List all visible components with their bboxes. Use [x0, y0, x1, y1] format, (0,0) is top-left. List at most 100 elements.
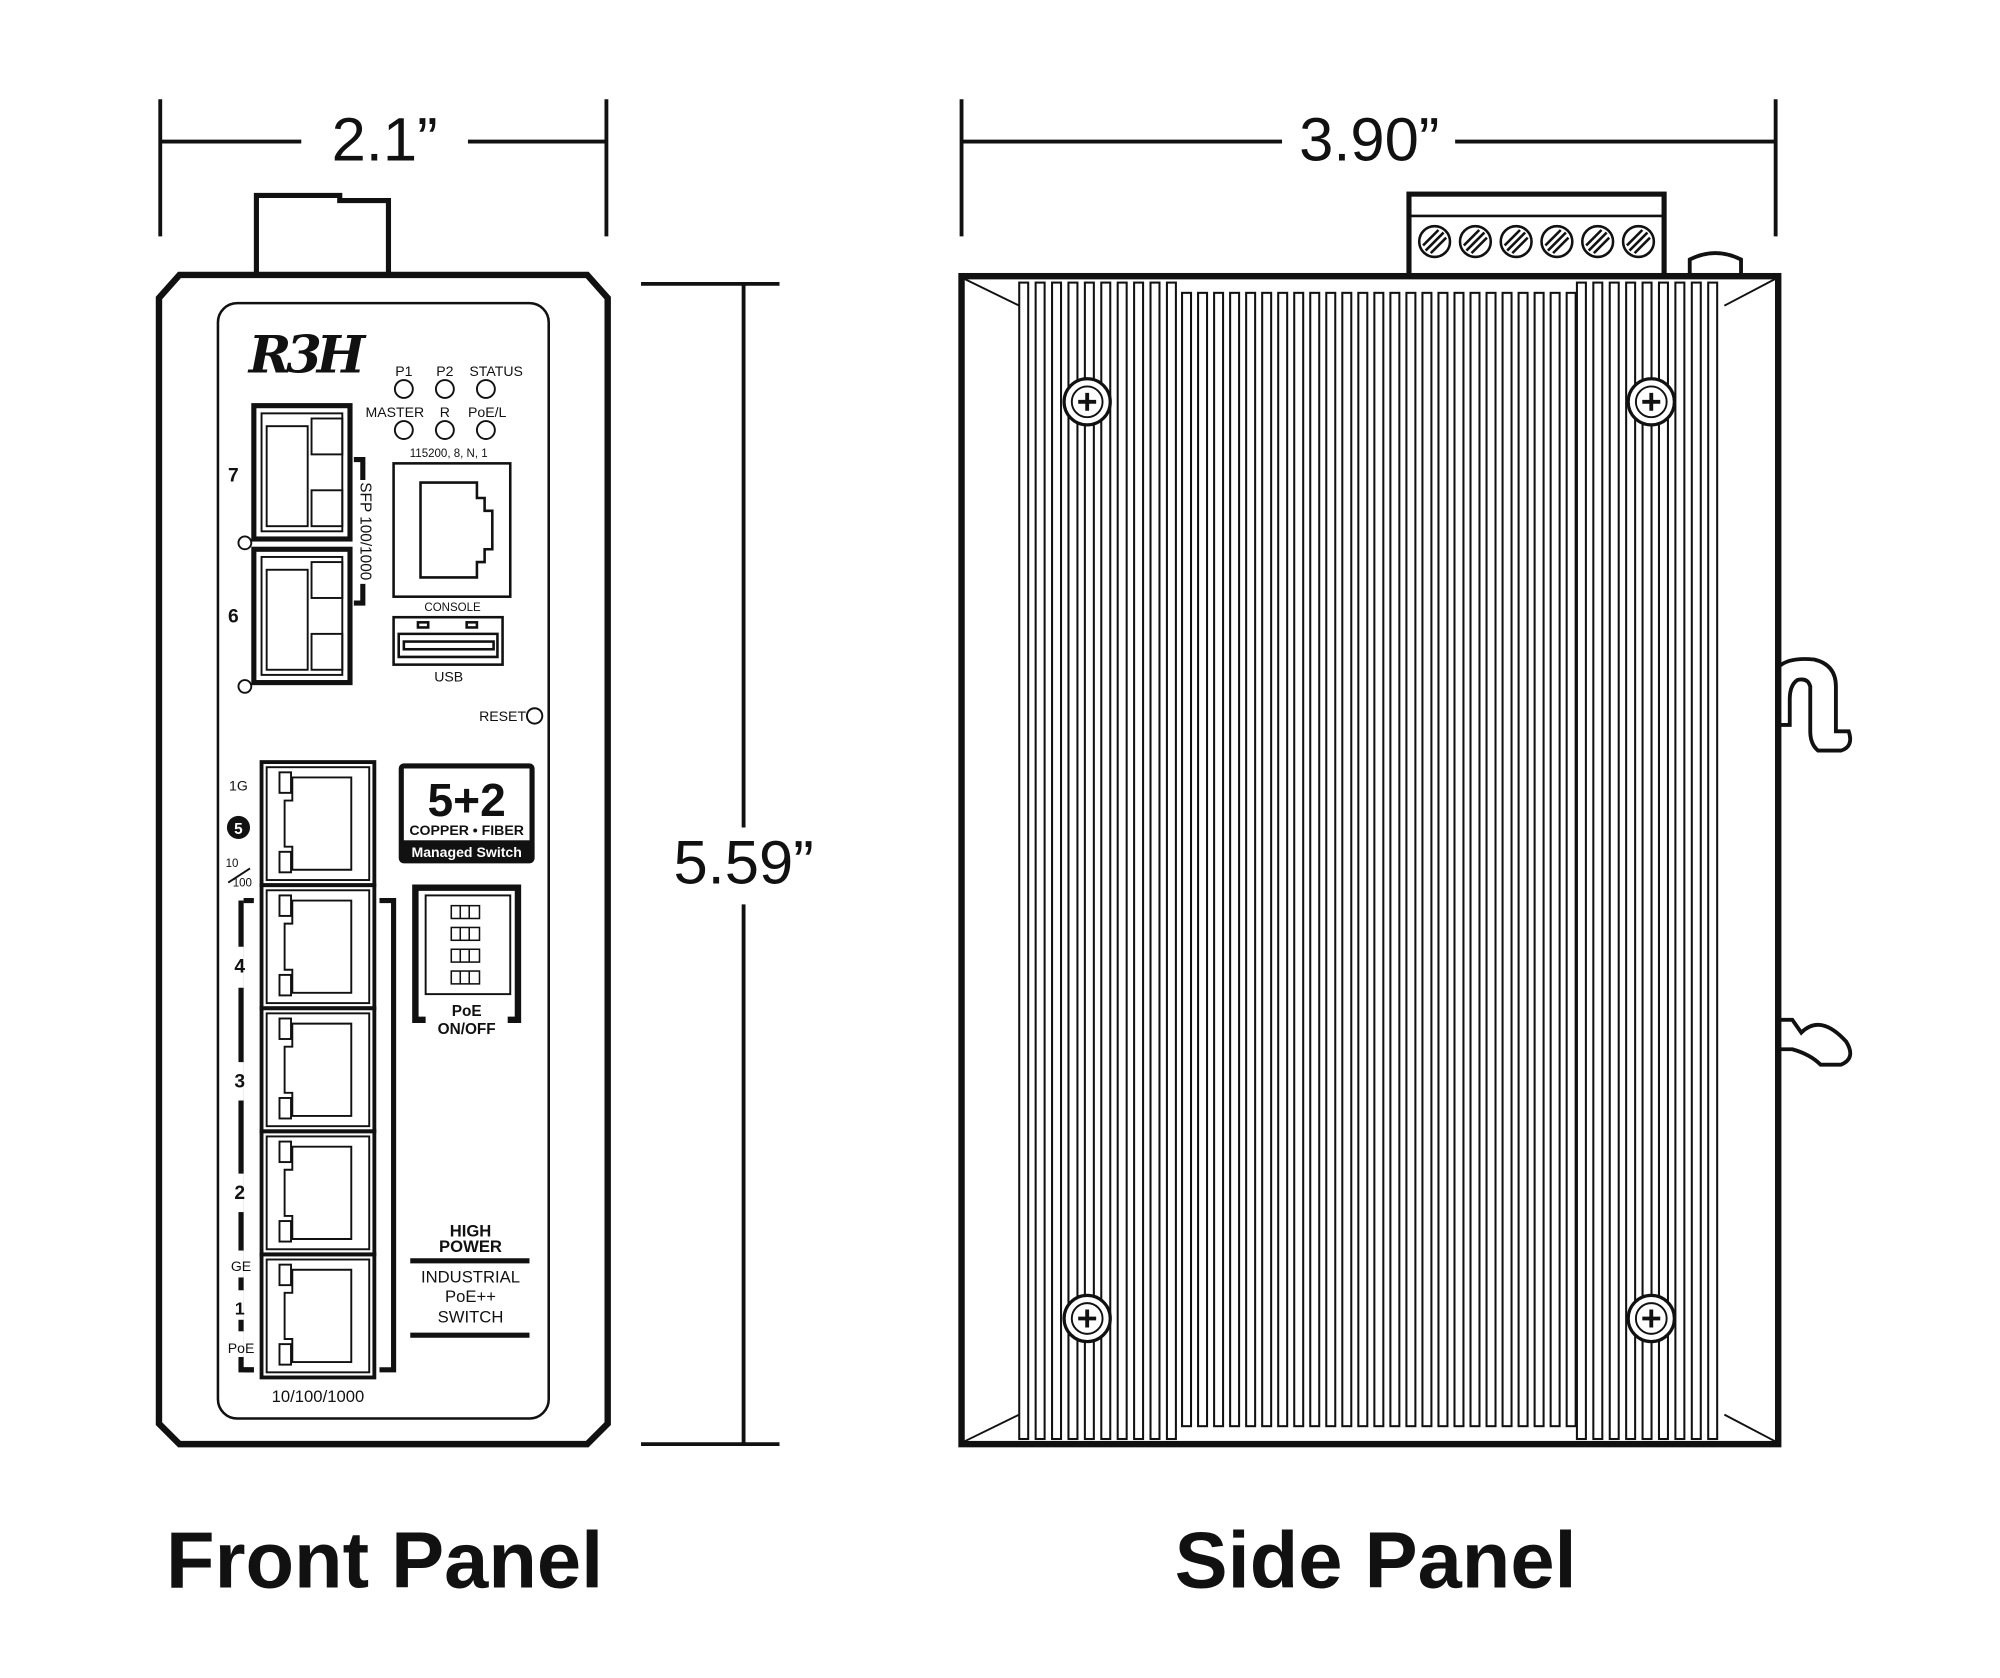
- fin: [1690, 281, 1702, 1441]
- label-port1: 1: [235, 1299, 245, 1319]
- sfp-port-label-7: 7: [228, 465, 239, 486]
- label-100: 100: [233, 877, 252, 889]
- fin: [1608, 281, 1620, 1441]
- fin: [1067, 281, 1079, 1441]
- sfp-bracket: [353, 456, 366, 606]
- led-label-p1: P1: [395, 363, 412, 379]
- label-port4: 4: [234, 956, 245, 977]
- fin: [1357, 291, 1369, 1428]
- fin: [1341, 291, 1353, 1428]
- usb-label: USB: [434, 668, 463, 684]
- fin: [1641, 281, 1653, 1441]
- tagline-poe: PoE++: [445, 1287, 496, 1306]
- terminal-block: [1406, 191, 1667, 279]
- led-label-r: R: [440, 404, 450, 420]
- dip-label-2: ON/OFF: [438, 1021, 496, 1038]
- rj45-port: [259, 1129, 377, 1257]
- badge-sub: COPPER • FIBER: [409, 822, 524, 838]
- console-settings: 115200, 8, N, 1: [410, 448, 488, 460]
- terminal-screw-icon: [1581, 224, 1615, 259]
- screw-icon: [1626, 377, 1676, 427]
- fin: [1469, 291, 1481, 1428]
- reset-button: [525, 707, 544, 725]
- port5-badge: [226, 815, 250, 839]
- label-port3: 3: [234, 1072, 245, 1093]
- fin: [1575, 281, 1587, 1441]
- side-panel-caption: Side Panel: [1175, 1516, 1577, 1605]
- poe-dip-switch: [412, 884, 522, 1023]
- screw-icon: [1062, 377, 1112, 427]
- fin: [1373, 291, 1385, 1428]
- rj45-ports: [259, 760, 377, 1380]
- label-ge: GE: [231, 1258, 251, 1274]
- fin: [1197, 291, 1209, 1428]
- front-panel-caption: Front Panel: [166, 1516, 603, 1605]
- rj45-port: [259, 1006, 377, 1134]
- badge-band: Managed Switch: [411, 844, 521, 860]
- fin: [1674, 281, 1686, 1441]
- console-port: [392, 462, 512, 598]
- logo: R3H: [247, 325, 367, 385]
- fin: [1405, 291, 1417, 1428]
- din-rail-clip: [1776, 657, 1853, 1067]
- width-dimension: [158, 99, 609, 237]
- fin: [1625, 281, 1637, 1441]
- fin: [1707, 281, 1719, 1441]
- rj45-port: [259, 1252, 377, 1380]
- tagline-industrial: INDUSTRIAL: [421, 1268, 520, 1287]
- label-port2: 2: [234, 1183, 245, 1204]
- sfp-port-7: [237, 403, 353, 551]
- rj45-port: [259, 883, 377, 1011]
- led-label-status: STATUS: [469, 363, 523, 379]
- fin: [1517, 291, 1529, 1428]
- height-dimension: [641, 281, 780, 1447]
- fin: [1165, 281, 1177, 1441]
- fin: [1034, 281, 1046, 1441]
- fin: [1245, 291, 1257, 1428]
- tagline-switch: SWITCH: [438, 1307, 504, 1326]
- fin: [1213, 291, 1225, 1428]
- terminal-screw-icon: [1540, 224, 1574, 259]
- fin: [1549, 291, 1561, 1428]
- side-panel: [958, 191, 1853, 1448]
- poe-bracket: [238, 897, 397, 1373]
- fin: [1421, 291, 1433, 1428]
- fin: [1485, 291, 1497, 1428]
- dip-label-1: PoE: [452, 1003, 482, 1020]
- fin: [1453, 291, 1465, 1428]
- copper-speed-label: 10/100/1000: [272, 1387, 365, 1406]
- badge-ports: 5+2: [428, 774, 506, 826]
- depth-label: 3.90”: [1299, 105, 1439, 174]
- fin: [1657, 281, 1669, 1441]
- fin: [1309, 291, 1321, 1428]
- fin: [1083, 281, 1095, 1441]
- rj45-port: [259, 760, 377, 888]
- terminal-screw-icon: [1621, 224, 1656, 259]
- sfp-port-6: [237, 546, 353, 694]
- label-port5: 5: [234, 821, 243, 838]
- label-1g: 1G: [229, 777, 248, 793]
- terminal-screw-icon: [1458, 224, 1493, 259]
- terminal-screw-icon: [1417, 224, 1452, 259]
- terminal-screw-icon: [1499, 224, 1533, 259]
- front-panel: R3H P1 P2 STATUS MASTER R PoE/L 115200, …: [155, 192, 611, 1448]
- mounting-screws: [1062, 377, 1676, 1344]
- width-label: 2.1”: [332, 105, 438, 174]
- heatsink-fins: [1018, 281, 1719, 1441]
- fin: [1501, 291, 1513, 1428]
- fin: [1116, 281, 1128, 1441]
- fin: [1051, 281, 1063, 1441]
- fin: [1133, 281, 1145, 1441]
- fin: [1149, 281, 1161, 1441]
- label-10: 10: [226, 858, 239, 870]
- fin: [1437, 291, 1449, 1428]
- reset-label: RESET: [479, 708, 526, 724]
- fin: [1229, 291, 1241, 1428]
- fin: [1592, 281, 1604, 1441]
- tagline-power: POWER: [439, 1237, 502, 1256]
- fin: [1277, 291, 1289, 1428]
- fin: [1293, 291, 1305, 1428]
- console-label: CONSOLE: [424, 602, 481, 614]
- fin: [1533, 291, 1545, 1428]
- fin: [1565, 291, 1577, 1428]
